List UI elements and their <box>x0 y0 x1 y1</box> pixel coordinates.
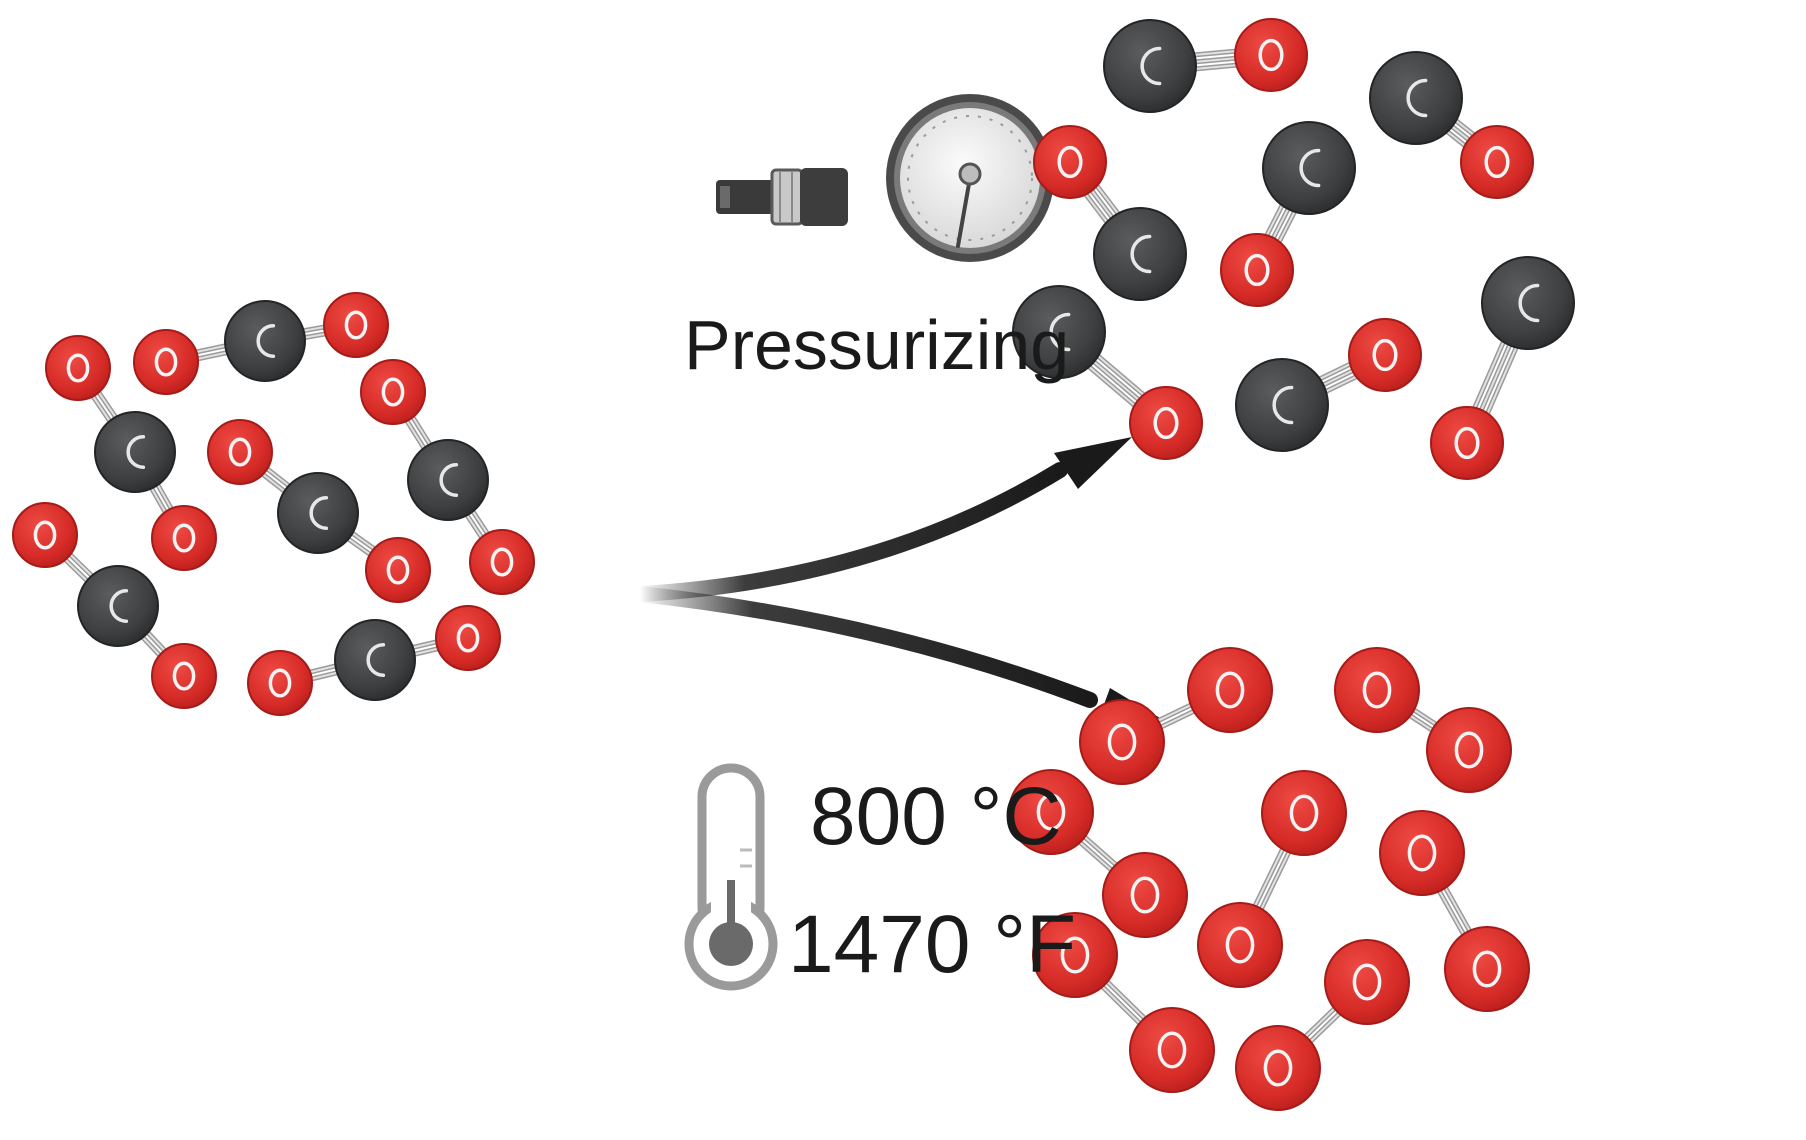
oxygen-atom <box>469 529 535 595</box>
co-molecule <box>1012 285 1203 460</box>
oxygen-atom <box>1444 926 1530 1012</box>
oxygen-atom <box>151 505 217 571</box>
oxygen-atom <box>1008 769 1094 855</box>
temperature-fahrenheit-label: 1470 °F <box>788 899 1077 990</box>
oxygen-atom <box>1430 406 1504 480</box>
carbon-atom <box>224 300 306 382</box>
oxygen-atom <box>1379 810 1465 896</box>
oxygen-atom <box>1129 386 1203 460</box>
carbon-atom <box>1369 51 1463 145</box>
oxygen-atom <box>1102 852 1188 938</box>
carbon-atom <box>277 472 359 554</box>
oxygen-atom <box>45 335 111 401</box>
co2-molecule <box>133 292 389 395</box>
arrowhead-to-co <box>1054 437 1132 489</box>
carbon-atom <box>77 565 159 647</box>
co-molecule <box>1430 256 1575 480</box>
molecules-layer <box>12 18 1575 1111</box>
oxygen-atom <box>1234 18 1308 92</box>
co2-molecule <box>247 605 501 716</box>
carbon-atom <box>1262 121 1356 215</box>
co-molecule <box>1103 18 1308 113</box>
pressure-gauge-icon <box>716 94 1054 262</box>
carbon-atom <box>1012 285 1106 379</box>
oxygen-atom <box>1324 939 1410 1025</box>
oxygen-atom <box>207 419 273 485</box>
co2-molecule <box>12 502 217 709</box>
oxygen-atom <box>1187 647 1273 733</box>
carbon-atom <box>1093 207 1187 301</box>
oxygen-atom <box>435 605 501 671</box>
oxygen-atom <box>1033 125 1107 199</box>
oxygen-atom <box>12 502 78 568</box>
oxygen-atom <box>1261 770 1347 856</box>
carbon-atom <box>1103 19 1197 113</box>
oxygen-atom <box>1348 318 1422 392</box>
oxygen-atom <box>1079 699 1165 785</box>
co-molecule <box>1033 125 1187 301</box>
carbon-atom <box>1235 358 1329 452</box>
co2-molecule <box>207 419 431 603</box>
o2-molecule <box>1008 769 1188 938</box>
oxygen-atom <box>1197 902 1283 988</box>
oxygen-atom <box>1426 707 1512 793</box>
carbon-atom <box>334 619 416 701</box>
thermometer-icon <box>684 763 778 991</box>
co2-molecule <box>45 335 217 571</box>
oxygen-atom <box>360 359 426 425</box>
oxygen-atom <box>247 650 313 716</box>
oxygen-atom <box>1235 1025 1321 1111</box>
oxygen-atom <box>133 329 199 395</box>
oxygen-atom <box>1032 912 1118 998</box>
oxygen-atom <box>1334 647 1420 733</box>
temperature-celsius-label: 800 °C <box>810 771 1062 862</box>
carbon-atom <box>94 411 176 493</box>
oxygen-atom <box>1220 233 1294 307</box>
o2-molecule <box>1079 647 1273 785</box>
carbon-atom <box>1481 256 1575 350</box>
o2-molecule <box>1379 810 1530 1012</box>
o2-molecule <box>1235 939 1410 1111</box>
pressurizing-label: Pressurizing <box>684 306 1070 384</box>
oxygen-atom <box>323 292 389 358</box>
arrow-to-co <box>632 462 1068 602</box>
co-molecule <box>1220 121 1356 307</box>
oxygen-atom <box>1129 1007 1215 1093</box>
arrow-to-o2 <box>632 586 1098 708</box>
co-molecule <box>1235 318 1422 452</box>
oxygen-atom <box>365 537 431 603</box>
reaction-arrows <box>632 437 1160 729</box>
carbon-atom <box>407 439 489 521</box>
co2-molecule <box>360 359 535 595</box>
o2-molecule <box>1197 770 1347 988</box>
oxygen-atom <box>151 643 217 709</box>
o2-molecule <box>1334 647 1512 793</box>
co-molecule <box>1369 51 1534 199</box>
o2-molecule <box>1032 912 1215 1093</box>
oxygen-atom <box>1460 125 1534 199</box>
